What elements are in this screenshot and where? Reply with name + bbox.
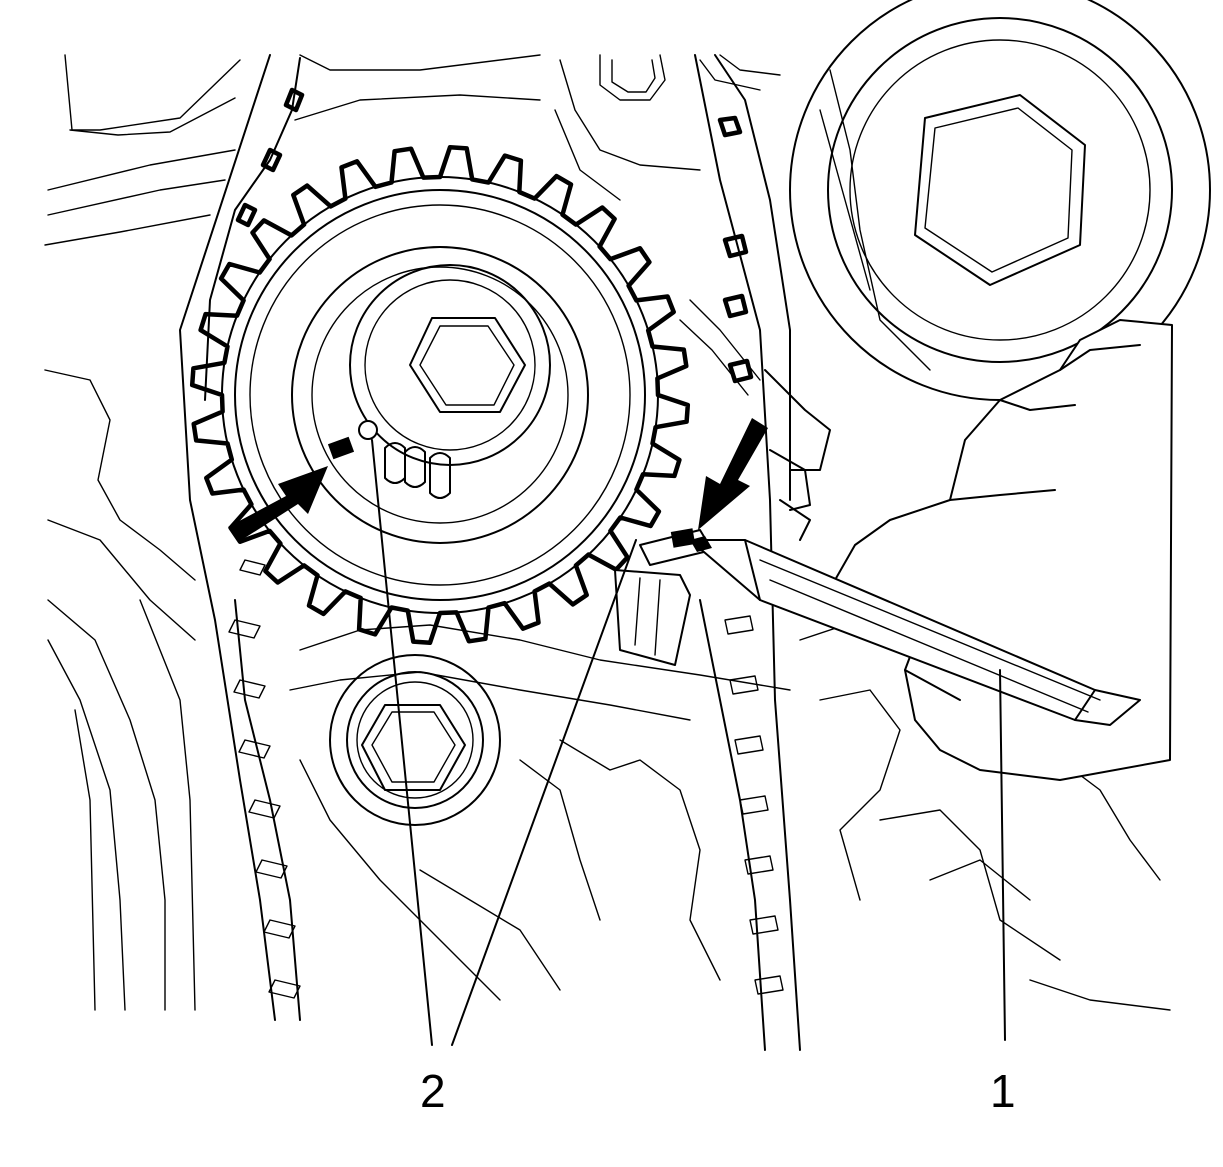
lower-pulley (329, 654, 501, 826)
sprocket-timing-mark (358, 420, 378, 440)
callout-1-label: 1 (990, 1065, 1016, 1117)
crankshaft-sprocket (189, 144, 691, 646)
leader-2b (451, 539, 637, 1046)
marker-tool (689, 536, 1141, 726)
leader-2a (371, 439, 433, 1046)
arrow-right-icon (698, 418, 768, 530)
housing-timing-mark (614, 528, 713, 666)
tensioner-bracket (679, 299, 831, 541)
leader-1 (999, 669, 1006, 1041)
engine-housing (44, 54, 1171, 1011)
direction-arrows (228, 418, 768, 541)
idler-bolt-hex (914, 94, 1086, 286)
idler-pulley (789, 0, 1211, 401)
callout-2-label: 2 (420, 1065, 446, 1117)
timing-belt (179, 54, 801, 1051)
sprocket-timing-notch (327, 436, 355, 460)
callout-leaders (371, 439, 1006, 1046)
crank-bolt-hex (409, 317, 526, 413)
arrow-left-icon (228, 466, 328, 541)
